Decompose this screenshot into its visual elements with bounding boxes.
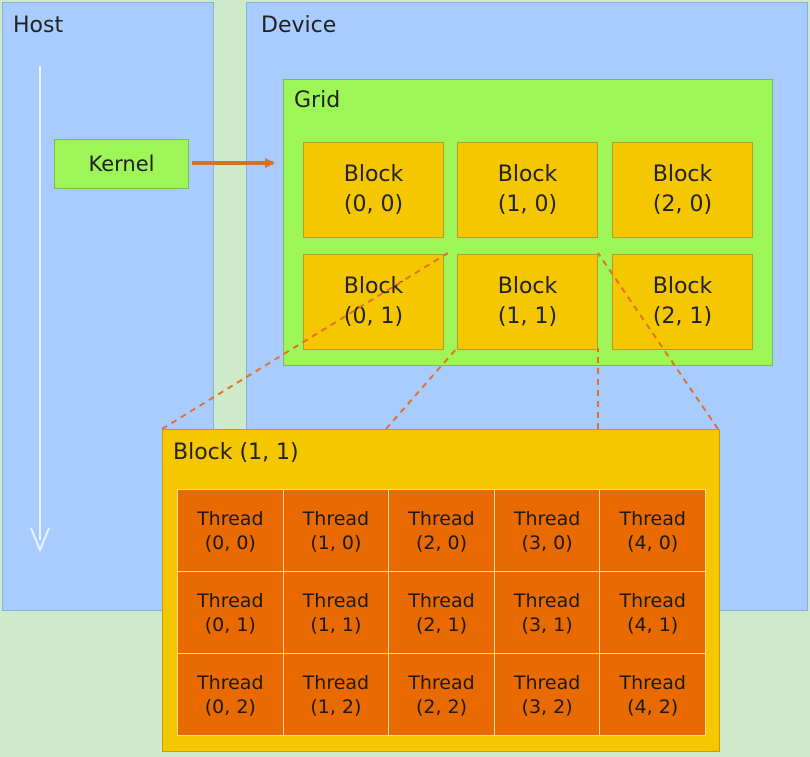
thread-index: (2, 0) <box>415 531 468 554</box>
block-index: (0, 0) <box>343 192 404 217</box>
thread-title: Thread <box>513 589 581 612</box>
thread-4-2: Thread(4, 2) <box>600 654 705 735</box>
device-label: Device <box>261 13 337 38</box>
thread-2-1: Thread(2, 1) <box>389 572 494 653</box>
thread-2-2: Thread(2, 2) <box>389 654 494 735</box>
grid-label: Grid <box>294 88 341 113</box>
thread-index: (4, 0) <box>627 531 679 554</box>
thread-title: Thread <box>619 589 686 612</box>
thread-index: (3, 2) <box>521 695 573 718</box>
host-panel: Host <box>2 2 214 611</box>
thread-1-2: Thread(1, 2) <box>283 654 389 735</box>
grid-block-1-1: Block (1, 1) <box>457 254 598 350</box>
grid-block-2-0: Block (2, 0) <box>612 142 753 238</box>
thread-title: Thread <box>513 671 581 694</box>
detail-block-panel: Block (1, 1) Thread(0, 0) Thread(1, 0) T… <box>162 429 720 752</box>
block-index: (1, 0) <box>497 192 558 217</box>
thread-0-2: Thread(0, 2) <box>178 654 283 735</box>
block-index: (2, 1) <box>652 304 713 329</box>
grid-block-2-1: Block (2, 1) <box>612 254 753 350</box>
block-title: Block <box>652 274 713 299</box>
zoom-line-left-outer <box>161 252 449 430</box>
thread-index: (3, 1) <box>521 613 573 636</box>
thread-1-1: Thread(1, 1) <box>283 572 389 653</box>
thread-title: Thread <box>408 507 475 530</box>
thread-index: (2, 1) <box>415 613 468 636</box>
thread-3-1: Thread(3, 1) <box>494 572 600 653</box>
block-index: (2, 0) <box>652 192 713 217</box>
thread-index: (3, 0) <box>521 531 573 554</box>
thread-title: Thread <box>619 671 686 694</box>
block-title: Block <box>497 274 558 299</box>
thread-index: (0, 0) <box>204 531 256 554</box>
thread-index: (4, 2) <box>627 695 679 718</box>
block-index: (0, 1) <box>343 304 404 329</box>
grid-block-1-0: Block (1, 0) <box>457 142 598 238</box>
zoom-line-left-inner <box>385 347 458 430</box>
thread-title: Thread <box>408 589 475 612</box>
block-index: (1, 1) <box>497 304 558 329</box>
thread-index: (0, 2) <box>204 695 256 718</box>
thread-index: (2, 2) <box>415 695 468 718</box>
zoom-line-right-outer <box>597 252 719 430</box>
thread-index: (4, 1) <box>627 613 679 636</box>
grid-block-0-0: Block (0, 0) <box>303 142 444 238</box>
thread-1-0: Thread(1, 0) <box>283 490 389 571</box>
thread-index: (1, 2) <box>310 695 362 718</box>
kernel-label: Kernel <box>88 152 155 176</box>
thread-3-0: Thread(3, 0) <box>494 490 600 571</box>
thread-0-0: Thread(0, 0) <box>178 490 283 571</box>
thread-grid: Thread(0, 0) Thread(1, 0) Thread(2, 0) T… <box>177 489 706 736</box>
block-title: Block <box>497 162 558 187</box>
block-title: Block <box>343 162 404 187</box>
detail-block-label: Block (1, 1) <box>173 440 299 465</box>
thread-title: Thread <box>302 589 370 612</box>
grid-block-0-1: Block (0, 1) <box>303 254 444 350</box>
thread-0-1: Thread(0, 1) <box>178 572 283 653</box>
thread-title: Thread <box>408 671 475 694</box>
thread-4-0: Thread(4, 0) <box>600 490 705 571</box>
thread-index: (0, 1) <box>204 613 256 636</box>
thread-title: Thread <box>197 671 264 694</box>
thread-title: Thread <box>619 507 686 530</box>
thread-index: (1, 1) <box>310 613 362 636</box>
block-title: Block <box>343 274 404 299</box>
host-timeline-arrowhead <box>30 527 50 553</box>
kernel-box: Kernel <box>54 139 189 189</box>
thread-3-2: Thread(3, 2) <box>494 654 600 735</box>
thread-title: Thread <box>302 507 370 530</box>
thread-title: Thread <box>197 507 264 530</box>
block-title: Block <box>652 162 713 187</box>
thread-index: (1, 0) <box>310 531 362 554</box>
grid-panel: Grid Block (0, 0) Block (1, 0) Block (2,… <box>283 79 773 366</box>
thread-title: Thread <box>197 589 264 612</box>
thread-title: Thread <box>302 671 370 694</box>
thread-4-1: Thread(4, 1) <box>600 572 705 653</box>
host-label: Host <box>13 13 64 38</box>
thread-title: Thread <box>513 507 581 530</box>
thread-2-0: Thread(2, 0) <box>389 490 494 571</box>
